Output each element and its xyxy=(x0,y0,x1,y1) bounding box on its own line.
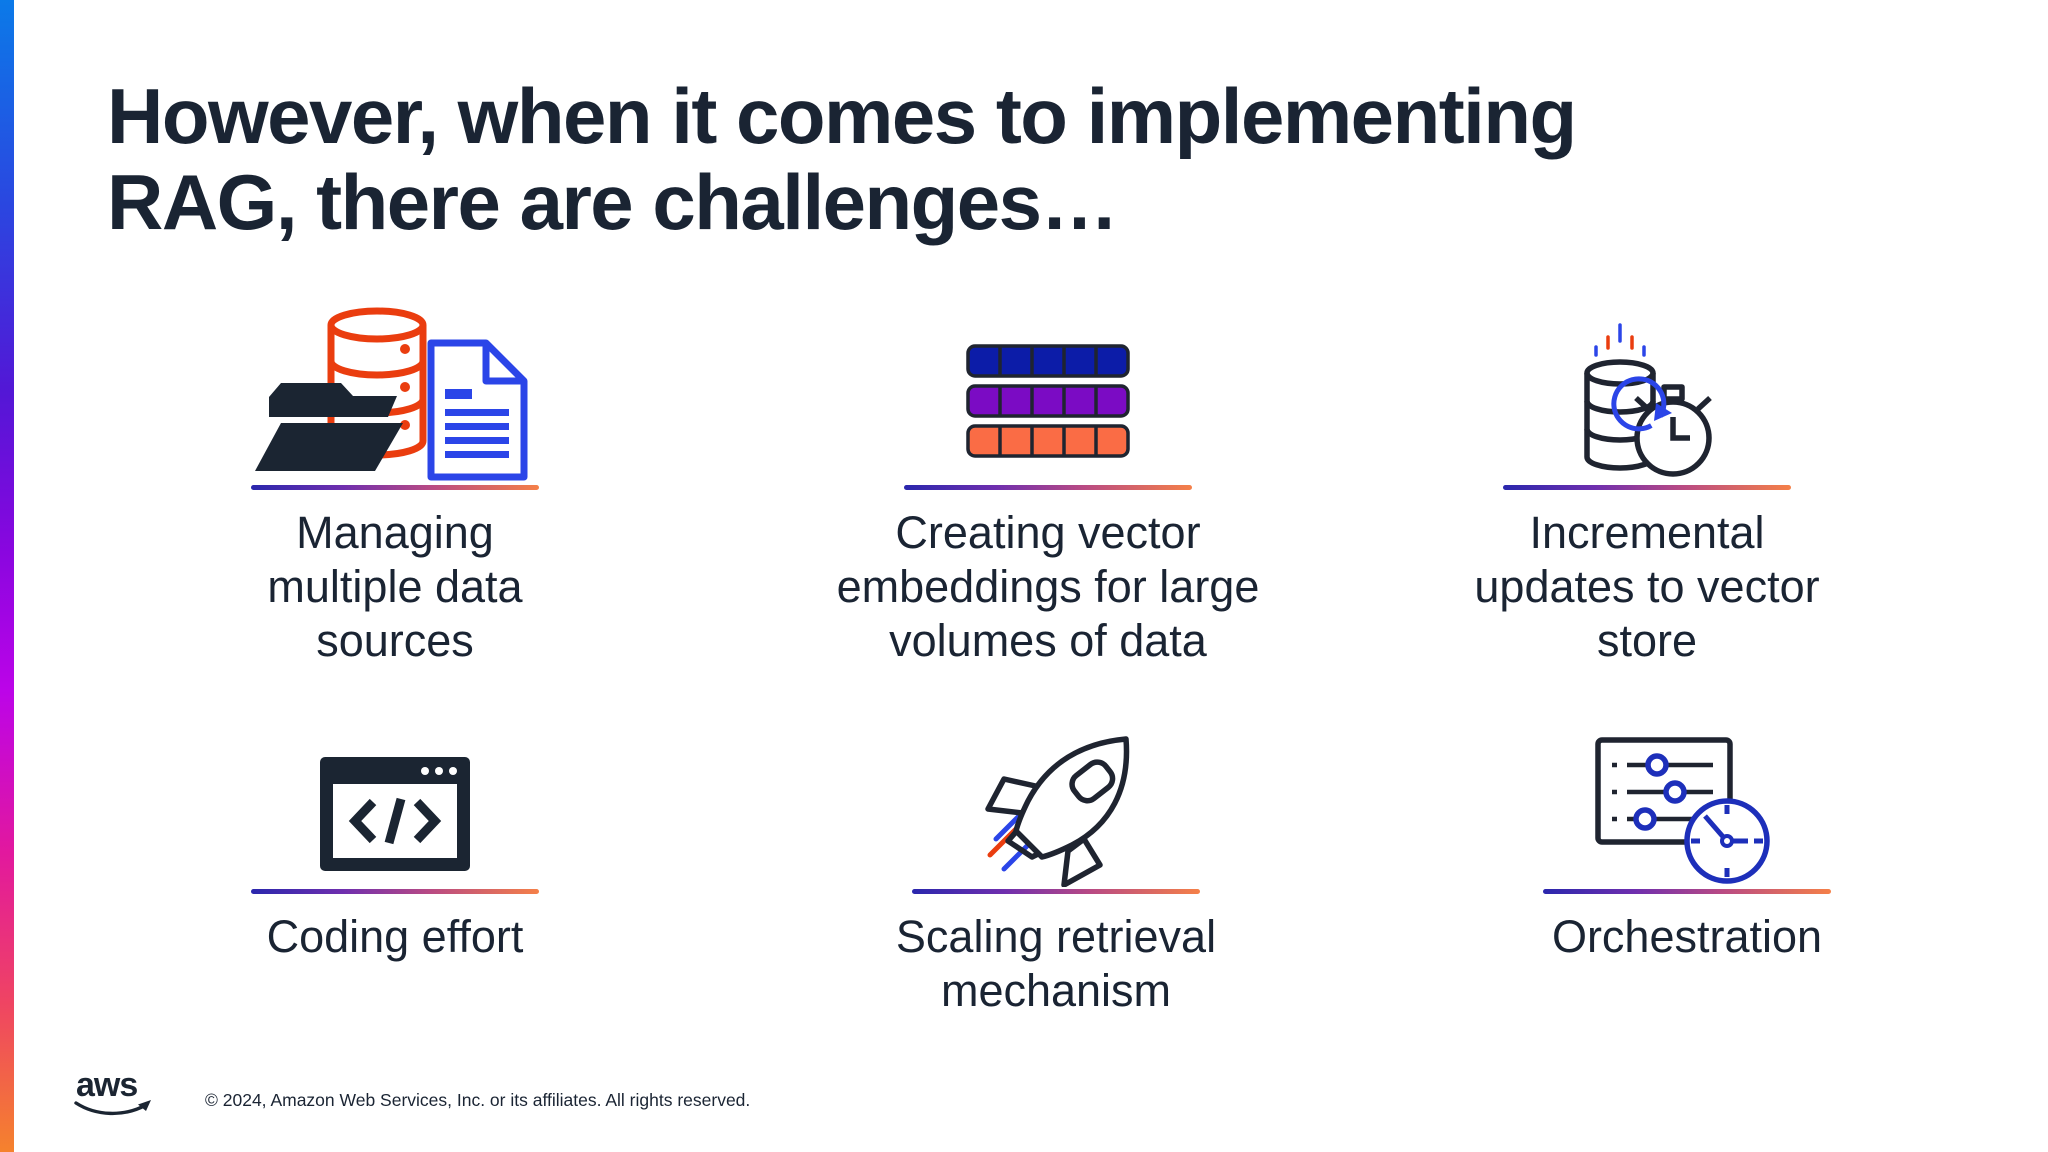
challenge-label: Orchestration xyxy=(1551,911,1823,962)
challenge-card-embeddings: Creating vector embeddings for large vol… xyxy=(738,293,1358,668)
aws-logo: aws xyxy=(66,1066,166,1122)
challenge-label: Coding effort xyxy=(266,911,524,962)
challenge-card-incremental-updates: Incremental updates to vector store xyxy=(1377,293,1917,668)
aws-logo-text: aws xyxy=(76,1066,137,1104)
left-gradient-bar xyxy=(0,0,14,1152)
challenge-label: Incremental updates to vector store xyxy=(1474,507,1820,666)
challenge-card-coding-effort: Coding effort xyxy=(145,745,645,964)
gradient-divider xyxy=(1543,889,1831,894)
code-window-icon xyxy=(320,757,470,871)
icon-box xyxy=(145,745,645,887)
folder-database-document-icon xyxy=(255,307,528,481)
gradient-divider xyxy=(904,485,1192,490)
sliders-clock-icon xyxy=(1594,737,1770,884)
copyright-text: © 2024, Amazon Web Services, Inc. or its… xyxy=(205,1090,751,1110)
slide-title: However, when it comes to implementing R… xyxy=(107,72,1577,246)
rocket-icon xyxy=(984,736,1129,887)
icon-box xyxy=(1377,293,1917,483)
challenge-card-orchestration: Orchestration xyxy=(1407,737,1967,964)
icon-box xyxy=(738,293,1358,483)
challenge-label: Creating vector embeddings for large vol… xyxy=(836,507,1260,666)
gradient-divider xyxy=(1503,485,1791,490)
icon-box xyxy=(145,293,645,483)
database-stopwatch-icon xyxy=(1584,323,1712,477)
challenge-card-scaling: Scaling retrieval mechanism xyxy=(746,736,1366,1018)
vector-embeddings-icon xyxy=(966,344,1130,458)
gradient-divider xyxy=(912,889,1200,894)
challenge-label: Scaling retrieval mechanism xyxy=(895,911,1217,1016)
gradient-divider xyxy=(251,889,539,894)
challenge-card-data-sources: Managing multiple data sources xyxy=(145,293,645,668)
icon-box xyxy=(1407,737,1967,887)
icon-box xyxy=(746,736,1366,887)
aws-logo-icon: aws xyxy=(74,1066,151,1116)
challenge-label: Managing multiple data sources xyxy=(267,507,523,666)
gradient-divider xyxy=(251,485,539,490)
